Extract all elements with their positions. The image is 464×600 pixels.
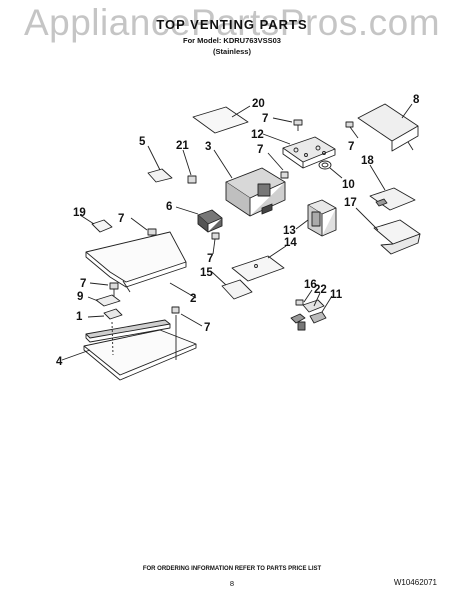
part-7-screw-g [171,306,203,327]
part-1-strip [87,308,123,320]
callout-6: 6 [166,201,172,213]
part-21-screw [182,149,197,184]
part-16-22-11-cluster [290,289,333,331]
callout-19: 19 [73,207,86,219]
part-7-screw-a [272,117,303,131]
callout-7: 7 [257,144,263,156]
callout-2: 2 [190,293,196,305]
callout-17: 17 [344,197,357,209]
part-2-panel [85,231,197,299]
part-3-fan-housing [213,149,286,217]
callout-7: 7 [348,141,354,153]
callout-8: 8 [413,94,420,106]
callout-5: 5 [139,136,146,148]
part-8-vent [357,103,419,152]
part-5-clip [147,145,173,183]
part-7-screw-c [267,152,289,179]
part-13-box [295,199,337,237]
part-6-switch [175,206,223,233]
part-10-ring [318,160,343,179]
part-7-screw-b [345,121,359,139]
finish-line: (Stainless) [213,47,251,56]
part-4-rail [85,319,171,343]
callout-labels: 20 7 8 12 5 21 3 7 18 10 7 19 6 13 17 14… [56,94,420,368]
part-18-bracket [369,164,416,211]
callout-18: 18 [361,155,374,167]
page-title: TOP VENTING PARTS [156,17,308,32]
part-12-bracket [262,133,336,169]
callout-14: 14 [284,237,297,249]
callout-7: 7 [207,253,213,265]
callout-21: 21 [176,140,189,152]
callout-12: 12 [251,129,264,141]
callout-7: 7 [204,322,210,334]
model-line: For Model: KDRU763VSS03 [183,36,281,45]
part-17-plate [355,207,421,255]
page-number: 8 [229,579,235,588]
part-19-tab [79,214,113,233]
part-7-screw-e [211,232,220,255]
callout-22: 22 [314,284,327,296]
part-7-screw-f [89,282,119,296]
callout-10: 10 [342,179,355,191]
part-4-bottom-panel [61,315,197,381]
callout-16: 16 [304,279,317,291]
callout-4: 4 [56,356,63,368]
document-number: W10462071 [393,578,437,587]
callout-1: 1 [76,311,83,323]
part-20-plate [192,105,251,134]
part-9-bracket [87,294,121,307]
callout-11: 11 [330,289,343,301]
callout-3: 3 [205,141,211,153]
callout-7: 7 [118,213,124,225]
watermark: AppliancePartsPros.com [23,2,441,43]
callout-20: 20 [252,98,265,110]
part-14-plate [231,245,287,282]
footer-note: FOR ORDERING INFORMATION REFER TO PARTS … [142,566,322,572]
part-15-plate [211,271,253,300]
callout-15: 15 [200,267,213,279]
callout-13: 13 [283,225,296,237]
callout-7: 7 [262,113,268,125]
callout-9: 9 [77,291,83,303]
callout-7: 7 [80,278,86,290]
